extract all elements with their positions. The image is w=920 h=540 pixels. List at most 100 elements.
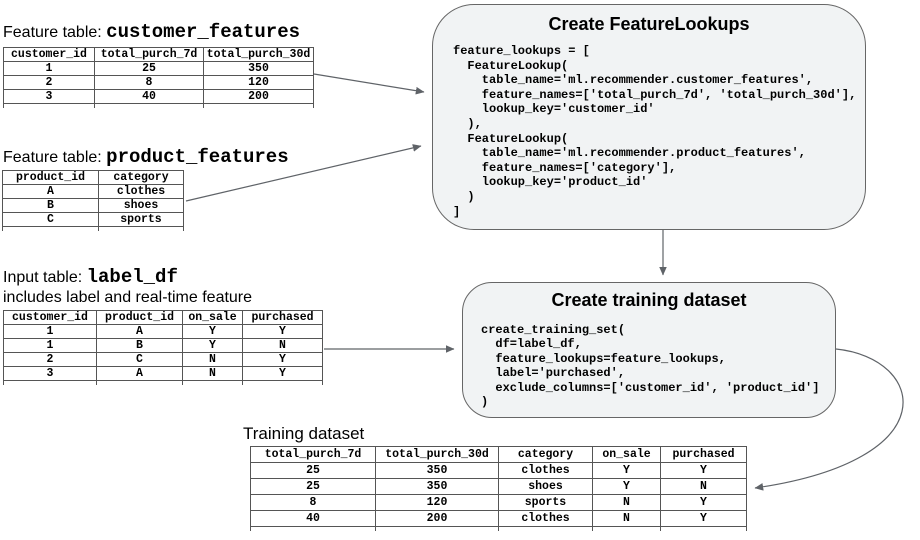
- table-cell: Y: [182, 324, 243, 339]
- create-featurelookups-title: Create FeatureLookups: [548, 14, 750, 34]
- create-featurelookups-box: Create FeatureLookups feature_lookups = …: [432, 4, 866, 230]
- label-df-title-prefix: Input table:: [3, 269, 87, 286]
- product-features-title-prefix: Feature table:: [3, 149, 107, 166]
- table-cropped-row-stub: [3, 380, 323, 385]
- table-cell: Y: [242, 352, 323, 367]
- table-cell: 2: [3, 75, 95, 90]
- column-header: total_purch_7d: [94, 47, 204, 62]
- create-featurelookups-code: feature_lookups = [ FeatureLookup( table…: [453, 44, 857, 219]
- table-cropped-row-stub: [250, 526, 747, 531]
- column-header: category: [498, 446, 593, 463]
- table-cell: 8: [94, 75, 204, 90]
- table-cell: 120: [203, 75, 314, 90]
- table-cell: clothes: [498, 462, 593, 479]
- table-cell: C: [96, 352, 183, 367]
- table-cell: Y: [660, 510, 747, 527]
- table-cell: 40: [94, 89, 204, 104]
- table-cell: 200: [375, 510, 499, 527]
- table-cell: N: [242, 338, 323, 353]
- table-cell: shoes: [498, 478, 593, 495]
- table-cropped-row-stub: [3, 103, 314, 108]
- table-cell: 350: [375, 478, 499, 495]
- customer-features-title-prefix: Feature table:: [3, 24, 107, 41]
- table-cell: 120: [375, 494, 499, 511]
- table-cell: N: [660, 478, 747, 495]
- table-cell: A: [96, 366, 183, 381]
- arrow-customer-features-to-lookups: [313, 73, 425, 95]
- column-header: total_purch_7d: [250, 446, 376, 463]
- table-cell: Y: [592, 478, 661, 495]
- arrow-product-features-to-lookups: [185, 144, 422, 202]
- table-cell: clothes: [98, 184, 184, 199]
- table-cropped-row-stub: [2, 226, 184, 231]
- table-cell: Y: [592, 462, 661, 479]
- table-cell: 3: [3, 366, 97, 381]
- column-header: product_id: [2, 170, 99, 185]
- table-cell: 25: [250, 478, 376, 495]
- table-cell: 350: [375, 462, 499, 479]
- create-training-dataset-title: Create training dataset: [551, 290, 747, 310]
- column-header: purchased: [660, 446, 747, 463]
- column-header: customer_id: [3, 47, 95, 62]
- table-cell: sports: [98, 212, 184, 227]
- label-df-subtitle: includes label and real-time feature: [3, 289, 253, 306]
- product-features-title-name: product_features: [106, 146, 289, 168]
- table-cell: A: [2, 184, 99, 199]
- product-features-title: Feature table: product_features: [3, 146, 289, 168]
- customer-features-title: Feature table: customer_features: [3, 21, 300, 43]
- table-cell: C: [2, 212, 99, 227]
- table-cell: 1: [3, 61, 95, 76]
- table-cell: 40: [250, 510, 376, 527]
- table-cell: N: [182, 352, 243, 367]
- table-cell: 2: [3, 352, 97, 367]
- table-cell: A: [96, 324, 183, 339]
- label-df-title: Input table: label_df includes label and…: [3, 266, 252, 307]
- create-training-dataset-box: Create training dataset create_training_…: [462, 282, 836, 418]
- column-header: total_purch_30d: [203, 47, 314, 62]
- table-cell: 8: [250, 494, 376, 511]
- training-dataset-title: Training dataset: [243, 424, 365, 443]
- table-cell: sports: [498, 494, 593, 511]
- table-cell: Y: [660, 462, 747, 479]
- table-cell: 1: [3, 338, 97, 353]
- table-cell: 1: [3, 324, 97, 339]
- table-cell: 350: [203, 61, 314, 76]
- label-df-title-name: label_df: [86, 266, 178, 288]
- table-cell: Y: [242, 324, 323, 339]
- column-header: customer_id: [3, 310, 97, 325]
- column-header: product_id: [96, 310, 183, 325]
- table-cell: 200: [203, 89, 314, 104]
- arrow-training-set-to-training-dataset: [754, 348, 904, 491]
- table-cell: shoes: [98, 198, 184, 213]
- table-cell: 3: [3, 89, 95, 104]
- table-cell: N: [182, 366, 243, 381]
- column-header: purchased: [242, 310, 323, 325]
- table-cell: B: [96, 338, 183, 353]
- column-header: total_purch_30d: [375, 446, 499, 463]
- table-cell: Y: [660, 494, 747, 511]
- column-header: on_sale: [592, 446, 661, 463]
- table-cell: 25: [94, 61, 204, 76]
- table-cell: 25: [250, 462, 376, 479]
